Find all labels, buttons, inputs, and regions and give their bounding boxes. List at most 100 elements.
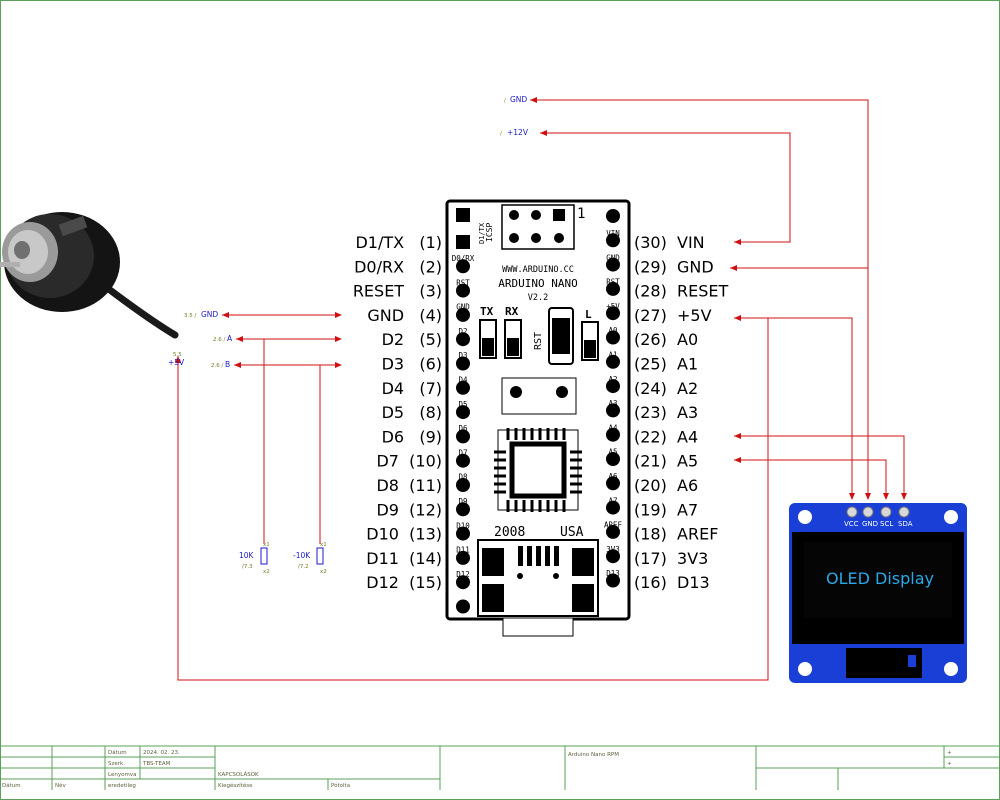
right-pin-label: (28) RESET	[634, 282, 729, 301]
right-pin-label: (30) VIN	[634, 233, 705, 252]
svg-text:V2.2: V2.2	[528, 293, 548, 303]
oled-pin-sda: SDA	[898, 520, 913, 528]
left-silk-label: D2	[458, 327, 467, 336]
resistor-r1: x1 x2 10K /7.3	[239, 542, 270, 575]
left-silk-label: D9	[458, 497, 467, 506]
svg-text:Kiegészítése: Kiegészítése	[218, 782, 253, 789]
right-pin-label: (22) A4	[634, 427, 698, 446]
svg-text:TBS-TEAM: TBS-TEAM	[142, 761, 171, 767]
svg-text:+: +	[947, 750, 952, 756]
wire-5v-vcc	[734, 317, 853, 498]
svg-text:Dátum: Dátum	[108, 749, 127, 756]
svg-text:Szerk.: Szerk.	[108, 761, 125, 767]
header-pin	[456, 332, 470, 347]
right-pin-label: (27) +5V	[634, 306, 712, 325]
svg-text:/7.2: /7.2	[298, 564, 309, 570]
left-pin-label: D0/RX (2)	[354, 257, 442, 276]
svg-text:5.5: 5.5	[173, 352, 182, 358]
header-pin	[606, 427, 620, 442]
wire-5v-loop	[177, 318, 769, 681]
header-pin	[456, 550, 470, 565]
header-pin	[456, 453, 470, 468]
oled-module: VCC GND SCL SDA OLED Display	[789, 503, 967, 683]
svg-text:/: /	[500, 131, 502, 137]
svg-text:eredetileg: eredetileg	[108, 783, 136, 789]
left-pin-label: D3 (6)	[382, 355, 442, 374]
right-pin-label: (20) A6	[634, 476, 698, 495]
left-pin-label: D1/TX (1)	[355, 233, 442, 252]
svg-text:RST: RST	[533, 332, 544, 350]
svg-text:RX: RX	[505, 305, 519, 318]
left-silk-label: D3	[458, 351, 467, 360]
left-pin-label: D6 (9)	[382, 427, 442, 446]
svg-text:x1: x1	[263, 542, 270, 548]
svg-text:x2: x2	[320, 569, 327, 575]
left-silk-label: RST	[456, 278, 470, 287]
header-pin	[456, 307, 470, 322]
right-silk-label: 3V3	[606, 545, 620, 554]
svg-text:Lenyomva: Lenyomva	[108, 772, 136, 778]
svg-text:Dátum: Dátum	[2, 782, 21, 789]
right-silk-label: GND	[606, 253, 620, 262]
left-silk-label: D7	[458, 448, 467, 457]
left-silk-label: D4	[458, 376, 468, 385]
header-pin	[456, 380, 470, 395]
oled-pin-gnd: GND	[862, 520, 878, 528]
svg-text:x2: x2	[263, 569, 270, 575]
svg-text:+: +	[947, 761, 952, 767]
svg-text:ARDUINO NANO: ARDUINO NANO	[498, 277, 577, 290]
right-silk-label: RST	[606, 278, 620, 287]
oled-pin-scl: SCL	[880, 520, 893, 528]
right-pin-label: (26) A0	[634, 330, 698, 349]
header-pin	[606, 354, 620, 369]
svg-text:Pótolta: Pótolta	[331, 782, 350, 789]
left-silk-label: D10	[456, 521, 470, 530]
net-labels: / GND / +12V 3.5 / GND 2.6 / A 2.6 / B 5…	[168, 95, 529, 369]
right-silk-label: D13	[606, 569, 620, 578]
header-pin	[606, 209, 620, 223]
left-silk-label: D8	[458, 473, 468, 482]
oled-display-text: OLED Display	[826, 569, 934, 588]
right-silk-label: A1	[608, 351, 617, 360]
svg-text:3.5 /: 3.5 /	[184, 313, 196, 319]
left-pin-label: D9 (12)	[376, 500, 442, 519]
right-silk-label: A2	[608, 375, 617, 384]
header-pin	[456, 405, 470, 420]
rotary-encoder-image	[0, 212, 179, 339]
right-pin-label: (18) AREF	[634, 525, 718, 544]
left-pin-label: D4 (7)	[382, 379, 442, 398]
svg-text:Név: Név	[55, 782, 66, 789]
header-pin	[606, 476, 620, 491]
header-pin	[606, 379, 620, 394]
svg-text:ICSP: ICSP	[485, 223, 494, 242]
right-pin-label: (21) A5	[634, 452, 698, 471]
header-pin	[606, 233, 620, 248]
right-silk-label: VIN	[606, 229, 620, 238]
header-pin	[456, 429, 470, 444]
left-pin-label: D10 (13)	[366, 525, 442, 544]
header-pin	[456, 283, 470, 298]
header-pin	[606, 549, 620, 564]
right-silk-label: AREF	[604, 521, 623, 530]
svg-text:2008: 2008	[494, 525, 525, 540]
header-pin	[606, 281, 620, 296]
header-pin	[456, 259, 470, 274]
header-pin	[456, 599, 470, 614]
header-pin	[606, 306, 620, 321]
svg-text:USA: USA	[560, 525, 584, 540]
svg-text:x1: x1	[320, 542, 327, 548]
header-pin	[606, 403, 620, 418]
sheet-title: KAPCSOLÁSOK	[218, 771, 259, 778]
right-pin-label: (29) GND	[634, 257, 714, 276]
title-block	[0, 745, 1000, 790]
svg-text:WWW.ARDUINO.CC: WWW.ARDUINO.CC	[502, 265, 574, 275]
net-12v: +12V	[507, 128, 529, 137]
svg-text:L: L	[585, 308, 592, 321]
r1-value: 10K	[239, 551, 255, 560]
left-pin-label: D5 (8)	[382, 403, 442, 422]
header-pin	[606, 573, 620, 588]
right-silk-label: A6	[608, 472, 618, 481]
svg-text:2024. 02. 23.: 2024. 02. 23.	[143, 750, 180, 756]
